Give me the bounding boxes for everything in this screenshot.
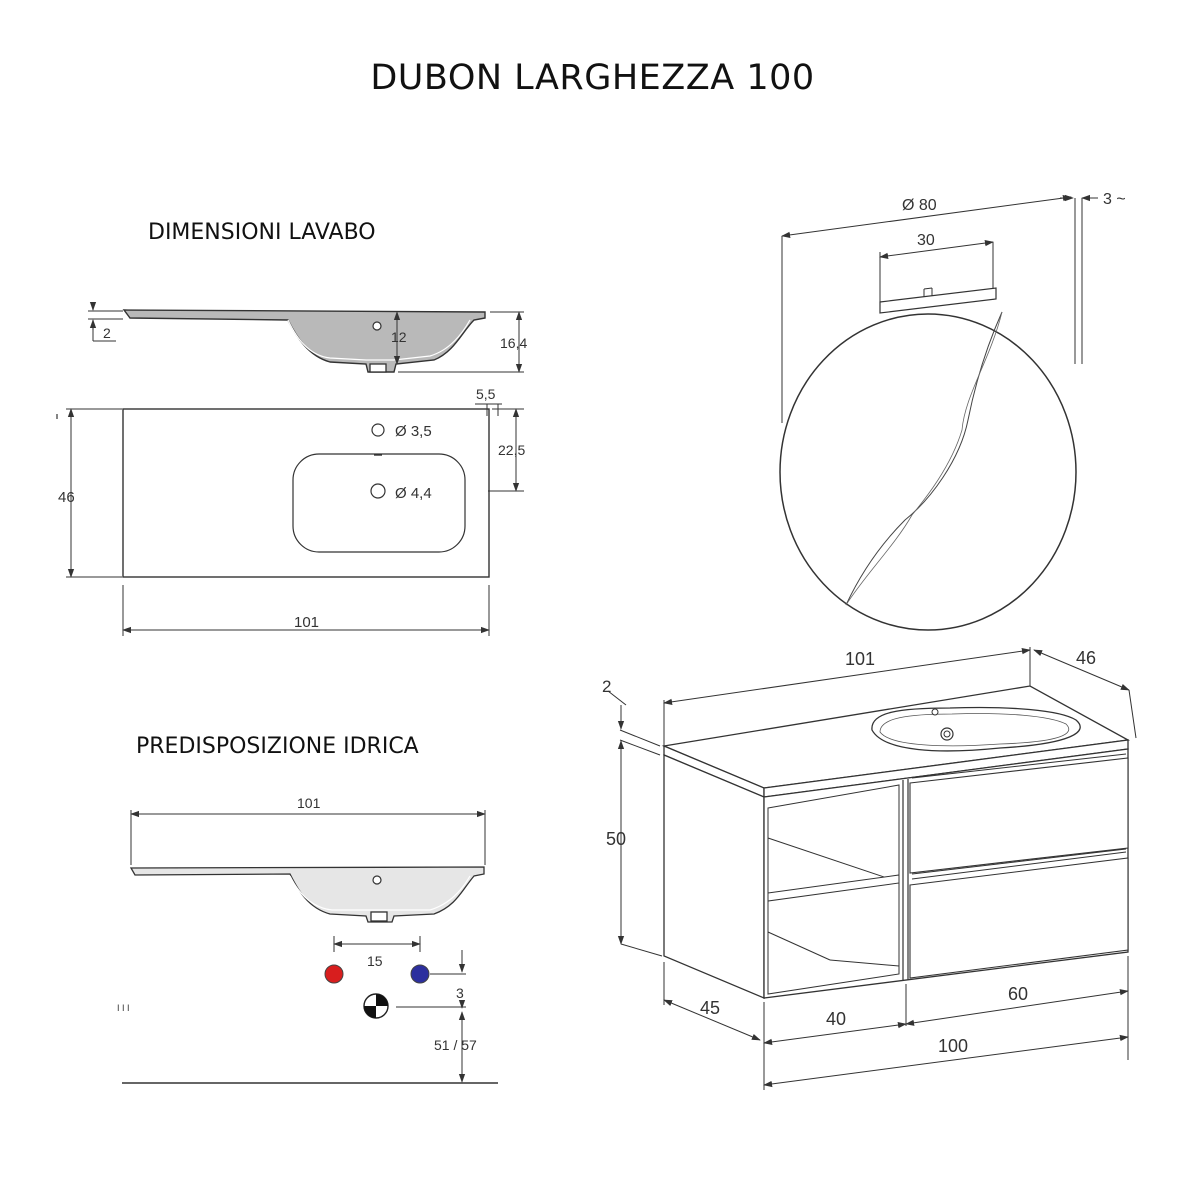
waste-outlet-icon bbox=[363, 993, 389, 1019]
mirror-reflection-line bbox=[845, 311, 1003, 606]
plumbing-basin-profile bbox=[129, 866, 485, 923]
drawer-lower bbox=[909, 848, 1129, 979]
basin-top-view: Ø 3,5 Ø 4,4 5,5 22,5 46 101 bbox=[56, 386, 525, 636]
round-mirror-outline bbox=[779, 313, 1077, 631]
edge-mark: I I I bbox=[117, 1003, 130, 1013]
basin-height-label: 16,4 bbox=[500, 335, 527, 351]
top-thickness-label: 2 bbox=[602, 677, 611, 696]
basin-width-label: 101 bbox=[294, 614, 319, 631]
basin-bowl-outline bbox=[871, 706, 1081, 752]
bowl-depth-label: 12 bbox=[391, 329, 407, 345]
cabinet-depth-label: 45 bbox=[700, 998, 720, 1018]
tap-hole-icon bbox=[931, 708, 939, 716]
cabinet-height-label: 50 bbox=[606, 829, 626, 849]
drain-outlet-icon bbox=[369, 363, 387, 373]
shelf bbox=[767, 874, 900, 902]
inlet-drop-label: 3 bbox=[456, 985, 464, 1001]
drain-hole-label: Ø 4,4 bbox=[395, 485, 432, 502]
plumbing-heading: PREDISPOSIZIONE IDRICA bbox=[136, 734, 419, 759]
basin-side-view: 2 12 16,4 bbox=[88, 301, 527, 373]
drain-offset-label: 22,5 bbox=[498, 442, 525, 458]
drain-hole-icon bbox=[370, 483, 386, 499]
drawer-upper bbox=[909, 753, 1129, 874]
cold-water-inlet-icon bbox=[410, 964, 430, 984]
page-title: DUBON LARGHEZZA 100 bbox=[370, 58, 815, 98]
rim-thickness-label: 2 bbox=[103, 325, 111, 341]
inlet-spacing-label: 15 bbox=[367, 953, 383, 969]
top-depth-label: 46 bbox=[1076, 648, 1096, 668]
plumbing-width-label: 101 bbox=[297, 795, 321, 811]
drain-height-label: 51 / 57 bbox=[434, 1037, 477, 1053]
plumbing-view: 101 15 3 51 / 57 I I I bbox=[117, 795, 498, 1084]
basin-section-profile bbox=[122, 309, 486, 373]
basin-depth-label: 46 bbox=[58, 489, 75, 506]
open-shelf-section bbox=[767, 784, 900, 995]
mirror-depth-label: 3 ~ bbox=[1103, 191, 1126, 208]
tap-offset-label: 5,5 bbox=[476, 386, 496, 402]
shelf-width-label: 40 bbox=[826, 1009, 846, 1029]
drawer-width-label: 60 bbox=[1008, 984, 1028, 1004]
mirror-diameter-label: Ø 80 bbox=[902, 197, 937, 214]
total-width-label: 100 bbox=[938, 1036, 968, 1056]
mirror-view: Ø 80 3 ~ 30 bbox=[779, 191, 1126, 631]
basin-dimensions-heading: DIMENSIONI LAVABO bbox=[148, 220, 376, 245]
top-width-label: 101 bbox=[845, 649, 875, 669]
tap-hole-label: Ø 3,5 bbox=[395, 423, 432, 440]
hot-water-inlet-icon bbox=[324, 964, 344, 984]
led-lamp-icon bbox=[879, 287, 997, 314]
cabinet-view: 101 46 bbox=[602, 647, 1137, 1090]
tap-hole-icon bbox=[371, 423, 385, 437]
overflow-hole-icon bbox=[372, 321, 382, 331]
cabinet-side-panel bbox=[663, 754, 765, 999]
drain-outlet-icon bbox=[370, 911, 388, 922]
overflow-hole-icon bbox=[372, 875, 382, 885]
basin-bowl-outline bbox=[292, 453, 466, 553]
lamp-width-label: 30 bbox=[917, 232, 935, 249]
